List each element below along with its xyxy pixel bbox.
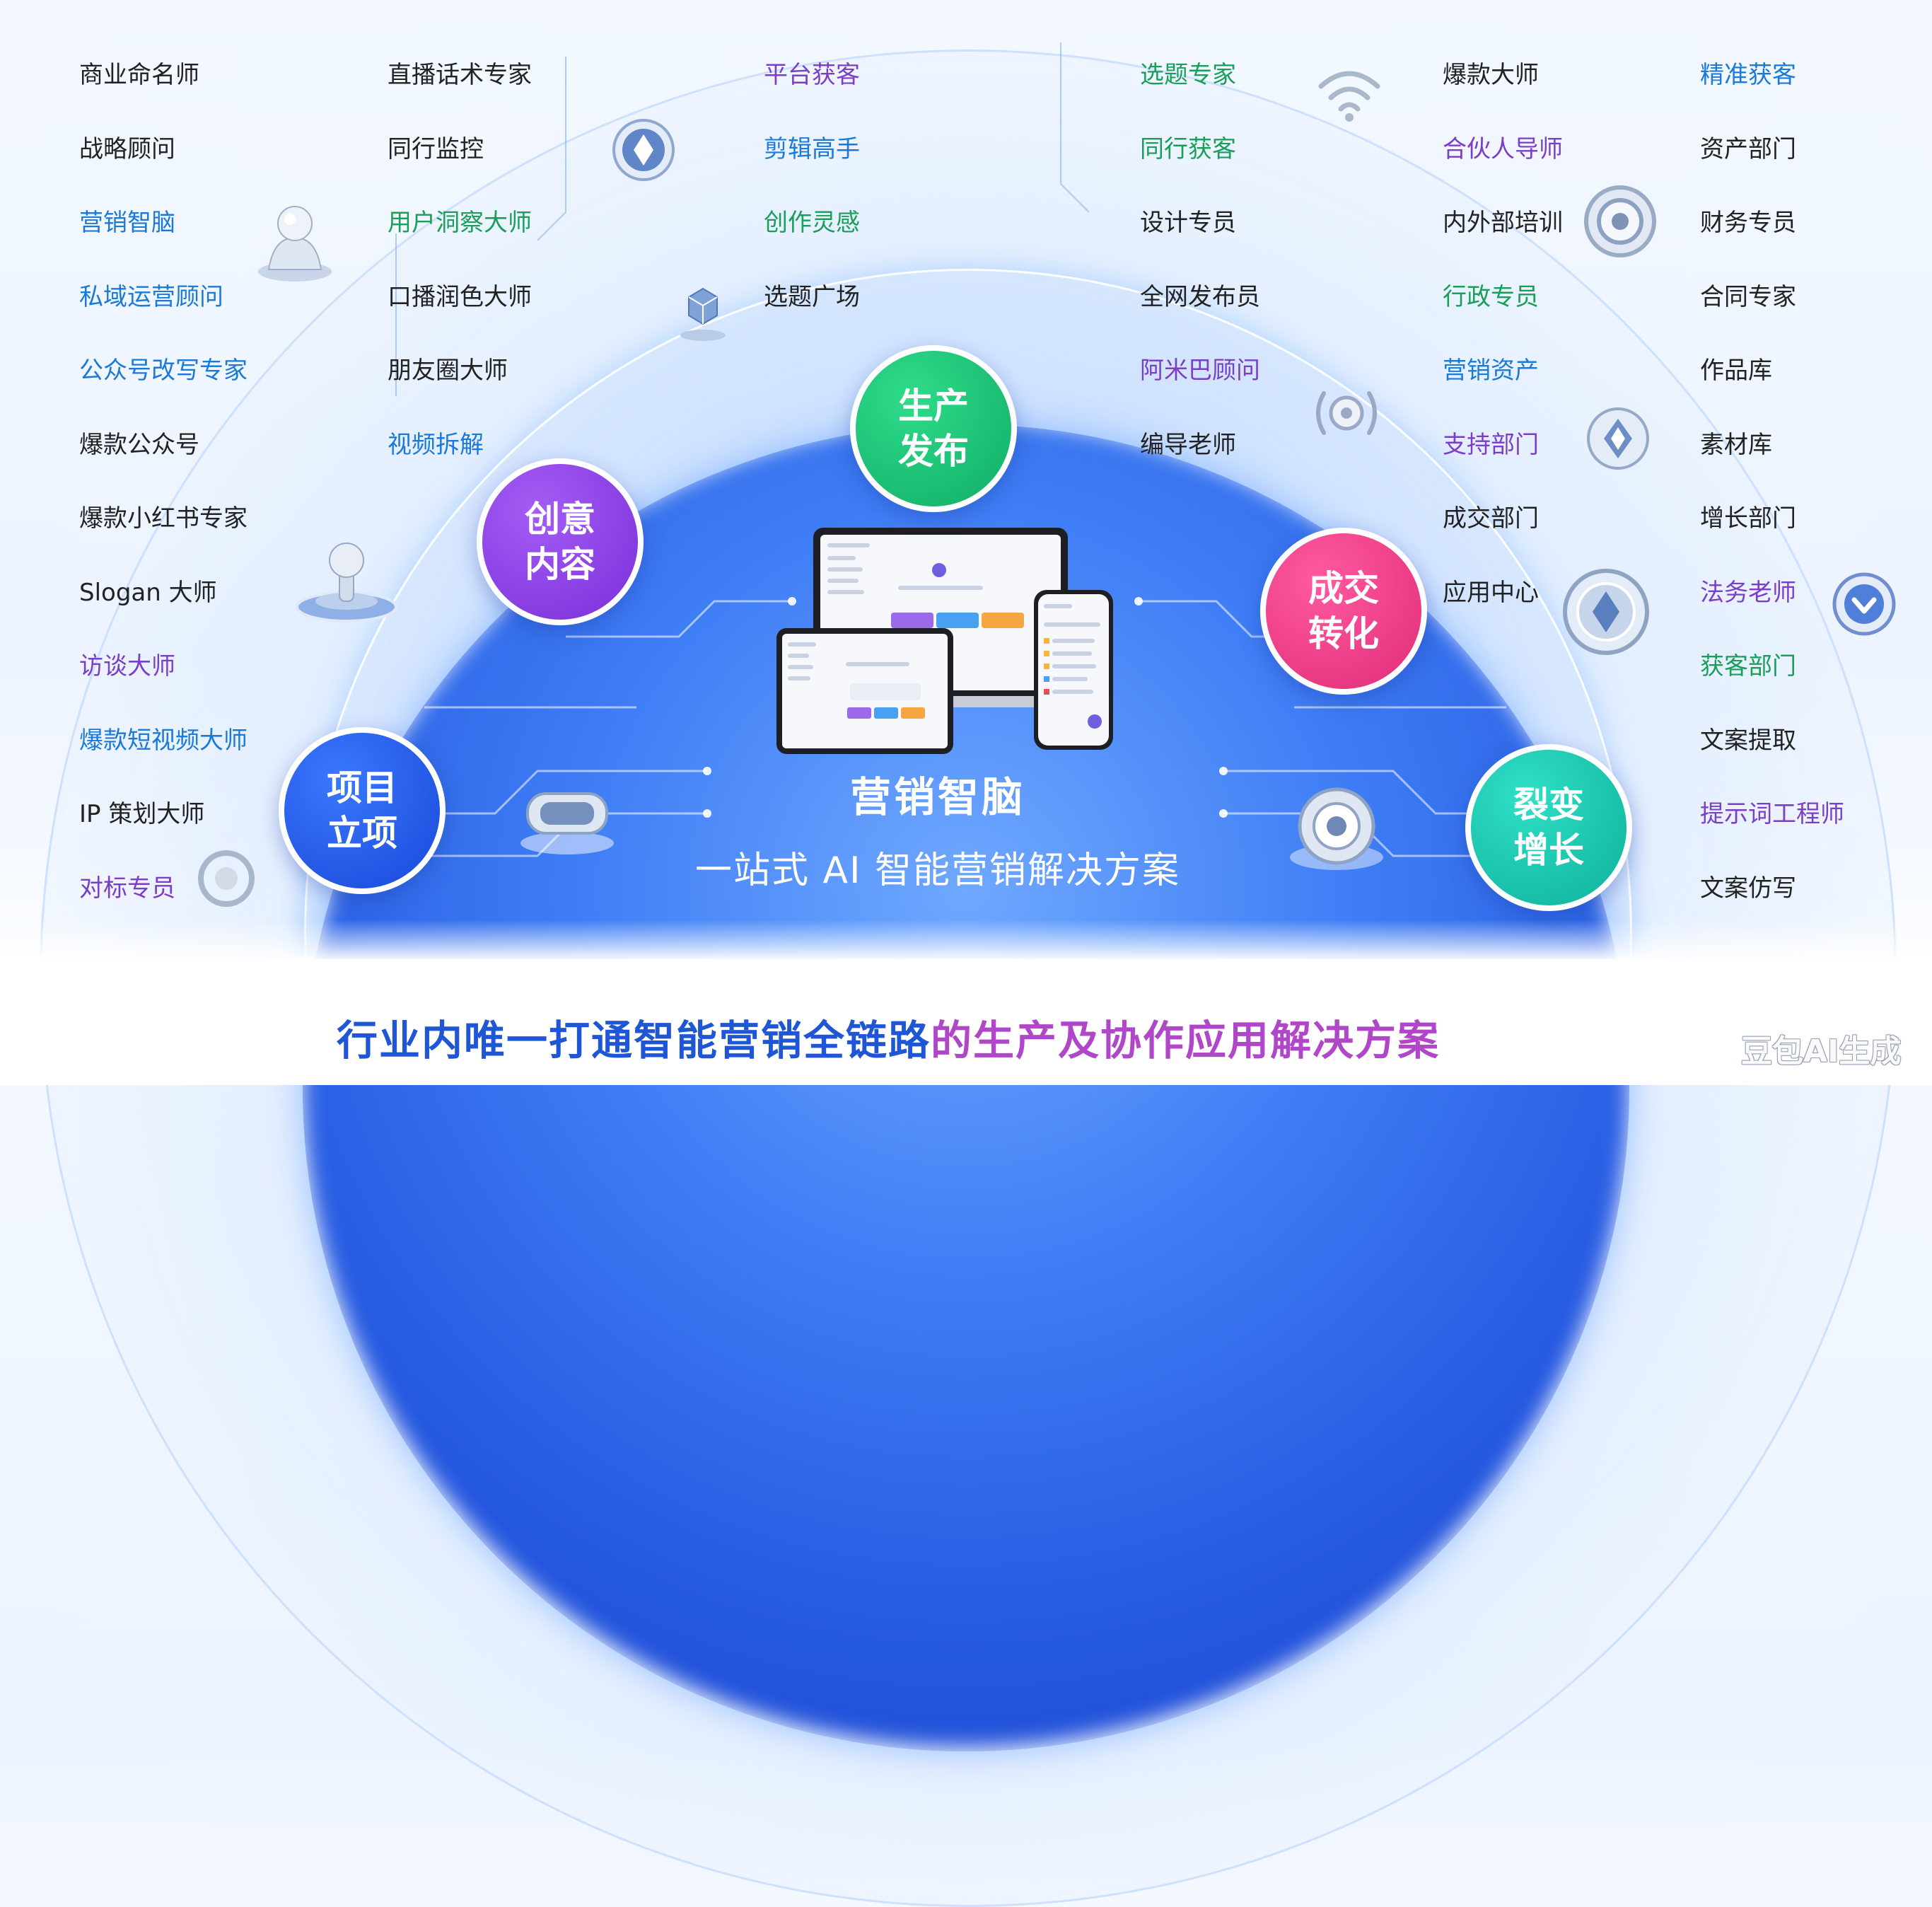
list-item[interactable]: 行政专员 bbox=[1443, 283, 1539, 311]
list-item[interactable]: 文案提取 bbox=[1700, 726, 1796, 755]
list-item[interactable]: 创作灵感 bbox=[764, 209, 860, 237]
list-item[interactable]: 素材库 bbox=[1700, 431, 1772, 459]
bottom-fade bbox=[0, 920, 1932, 962]
list-item[interactable]: 营销资产 bbox=[1443, 357, 1539, 385]
tablet-screen bbox=[782, 634, 948, 748]
stage-label-line1: 成交 bbox=[1308, 568, 1379, 609]
list-item[interactable]: 法务老师 bbox=[1700, 579, 1796, 607]
shield-badge-icon bbox=[1587, 407, 1649, 470]
vr-headset-icon bbox=[520, 792, 614, 854]
tagline: 行业内唯一打通智能营销全链路的生产及协作应用解决方案 bbox=[337, 1007, 1468, 1067]
list-item[interactable]: 营销智脑 bbox=[79, 209, 175, 237]
list-item[interactable]: 成交部门 bbox=[1443, 504, 1539, 533]
chevron-badge-icon bbox=[1832, 572, 1896, 636]
stage-label-line1: 项目 bbox=[327, 767, 397, 808]
list-item[interactable]: 内外部培训 bbox=[1443, 209, 1563, 237]
stage-viral-growth[interactable]: 裂变 增长 bbox=[1465, 744, 1632, 911]
list-item[interactable]: 同行监控 bbox=[388, 135, 484, 163]
stage-label-line1: 创意 bbox=[525, 499, 595, 540]
stage-deal-conversion[interactable]: 成交 转化 bbox=[1260, 528, 1427, 695]
list-item[interactable]: 文案仿写 bbox=[1700, 874, 1796, 903]
list-item[interactable]: 同行获客 bbox=[1140, 135, 1236, 163]
list-item[interactable]: Slogan 大师 bbox=[79, 579, 217, 607]
list-item[interactable]: 获客部门 bbox=[1700, 652, 1796, 680]
list-item[interactable]: 选题专家 bbox=[1140, 61, 1236, 89]
list-item[interactable]: 平台获客 bbox=[764, 61, 860, 89]
list-item[interactable]: 用户洞察大师 bbox=[388, 209, 532, 237]
list-item[interactable]: 爆款大师 bbox=[1443, 61, 1539, 89]
tablet-mockup bbox=[776, 628, 953, 754]
stage-label-line1: 生产 bbox=[898, 386, 969, 427]
list-item[interactable]: 资产部门 bbox=[1700, 135, 1796, 163]
list-item[interactable]: 爆款公众号 bbox=[79, 431, 199, 459]
list-item[interactable]: 设计专员 bbox=[1140, 209, 1236, 237]
tagline-part2: 的生产及协作应用解决方案 bbox=[931, 1016, 1441, 1065]
stage-production-publish[interactable]: 生产 发布 bbox=[850, 345, 1017, 512]
list-item[interactable]: 直播话术专家 bbox=[388, 61, 532, 89]
target-ring-icon bbox=[1584, 185, 1656, 257]
phone-mockup bbox=[1034, 590, 1113, 750]
list-item[interactable]: 爆款短视频大师 bbox=[79, 726, 248, 755]
list-item[interactable]: 商业命名师 bbox=[79, 61, 199, 89]
stage-project-initiation[interactable]: 项目 立项 bbox=[279, 727, 446, 894]
list-item[interactable]: 口播润色大师 bbox=[388, 283, 532, 311]
signal-icon bbox=[1316, 391, 1377, 435]
stage-label-line2: 内容 bbox=[525, 544, 595, 585]
list-item[interactable]: 对标专员 bbox=[79, 874, 175, 903]
list-item[interactable]: 朋友圈大师 bbox=[388, 357, 508, 385]
list-item[interactable]: 编导老师 bbox=[1140, 431, 1236, 459]
user-figure-icon bbox=[258, 206, 332, 282]
diamond-badge-icon bbox=[612, 119, 675, 181]
list-item[interactable]: 公众号改写专家 bbox=[79, 357, 248, 385]
phone-screen bbox=[1038, 594, 1109, 746]
ring-badge-icon bbox=[1563, 569, 1649, 655]
list-item[interactable]: 提示词工程师 bbox=[1700, 800, 1844, 828]
list-item[interactable]: 合同专家 bbox=[1700, 283, 1796, 311]
list-item[interactable]: 视频拆解 bbox=[388, 431, 484, 459]
bottom-band bbox=[0, 959, 1932, 1085]
list-item[interactable]: IP 策划大师 bbox=[79, 800, 205, 828]
cube-icon bbox=[680, 287, 726, 341]
stage-label-line1: 裂变 bbox=[1513, 784, 1584, 825]
list-item[interactable]: 选题广场 bbox=[764, 283, 860, 311]
list-item[interactable]: 精准获客 bbox=[1700, 61, 1796, 89]
dome-camera-icon bbox=[1290, 787, 1383, 870]
list-item[interactable]: 阿米巴顾问 bbox=[1140, 357, 1260, 385]
list-item[interactable]: 应用中心 bbox=[1443, 579, 1539, 607]
stage-creative-content[interactable]: 创意 内容 bbox=[477, 458, 644, 625]
list-item[interactable]: 全网发布员 bbox=[1140, 283, 1260, 311]
tagline-part1: 行业内唯一打通智能营销全链路 bbox=[337, 1016, 931, 1065]
list-item[interactable]: 支持部门 bbox=[1443, 431, 1539, 459]
stage-label-line2: 增长 bbox=[1513, 830, 1584, 871]
list-item[interactable]: 访谈大师 bbox=[79, 652, 175, 680]
list-item[interactable]: 战略顾问 bbox=[79, 135, 175, 163]
center-title: 营销智脑 bbox=[849, 773, 1025, 821]
list-item[interactable]: 财务专员 bbox=[1700, 209, 1796, 237]
list-item[interactable]: 合伙人导师 bbox=[1443, 135, 1563, 163]
pin-figure-icon bbox=[296, 543, 397, 622]
list-item[interactable]: 私域运营顾问 bbox=[79, 283, 223, 311]
list-item[interactable]: 爆款小红书专家 bbox=[79, 504, 248, 533]
stage-label-line2: 转化 bbox=[1308, 613, 1379, 654]
list-item[interactable]: 增长部门 bbox=[1700, 504, 1796, 533]
center-subtitle: 一站式 AI 智能营销解决方案 bbox=[695, 850, 1180, 892]
wifi-icon bbox=[1318, 71, 1380, 122]
list-item[interactable]: 作品库 bbox=[1700, 357, 1772, 385]
watermark: 豆包AI生成 bbox=[1741, 1033, 1902, 1070]
stage-label-line2: 发布 bbox=[898, 431, 969, 472]
ring-icon bbox=[198, 850, 255, 907]
list-item[interactable]: 剪辑高手 bbox=[764, 135, 860, 163]
stage-label-line2: 立项 bbox=[327, 813, 397, 854]
